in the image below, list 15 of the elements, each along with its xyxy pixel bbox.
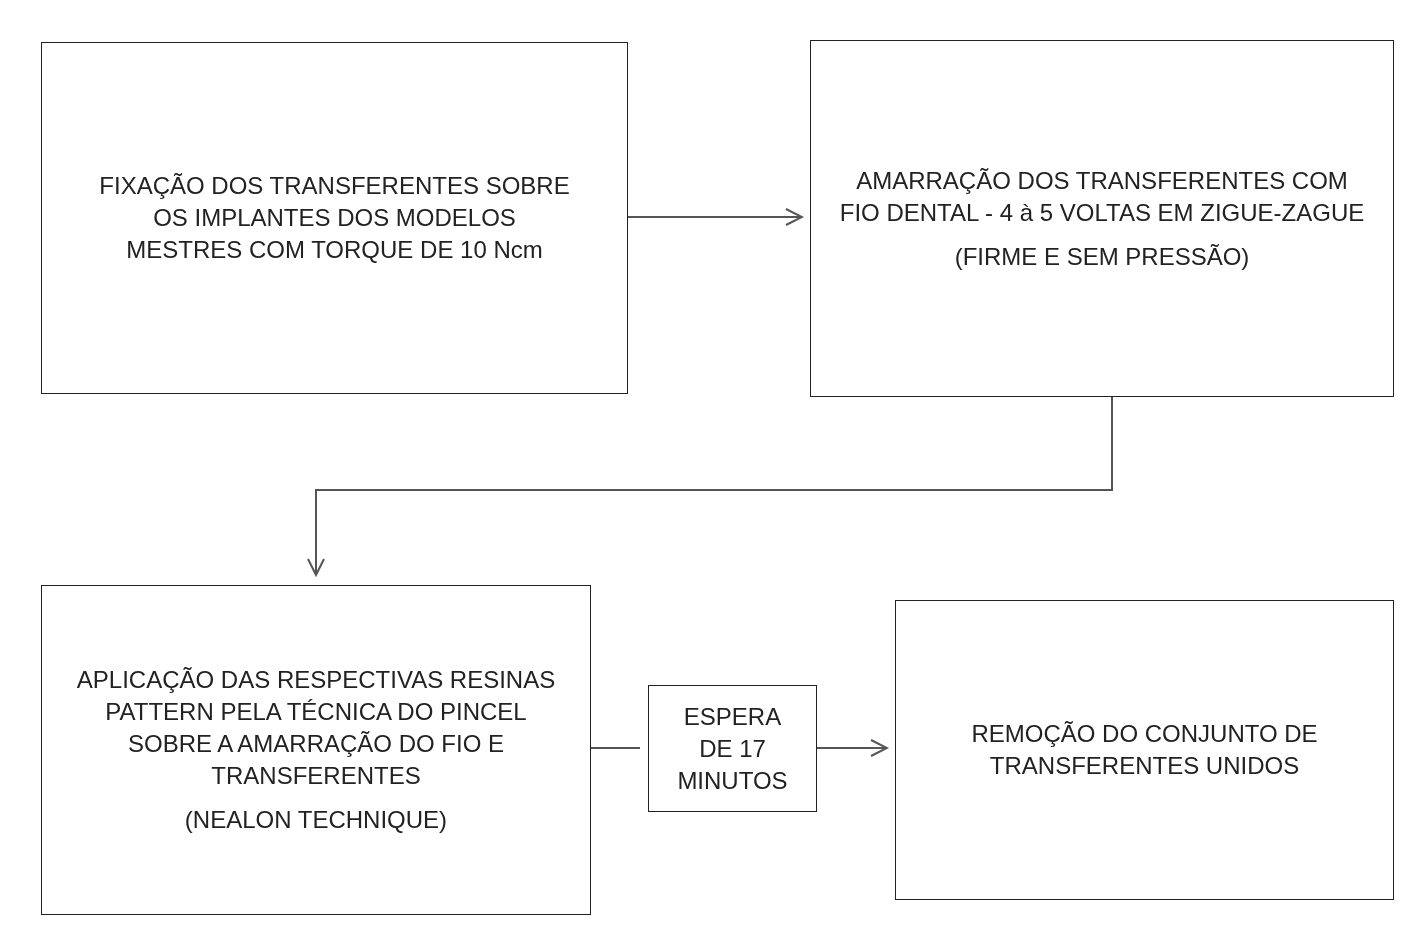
step-note: (FIRME E SEM PRESSÃO) [954, 241, 1250, 272]
step-text: REMOÇÃO DO CONJUNTO DE TRANSFERENTES UNIDOS [970, 719, 1319, 781]
process-box [41, 585, 591, 915]
process-box [895, 600, 1394, 900]
step-text: ESPERA DE 17 MINUTOS [676, 701, 789, 796]
process-box [41, 42, 628, 394]
arrow [627, 208, 803, 226]
step-note: (NEALON TECHNIQUE) [184, 805, 448, 835]
wait-box [648, 685, 817, 812]
step-text: APLICAÇÃO DAS RESPECTIVAS RESINAS PATTERN PELA TÉCNICA DO PINCEL SOBRE A AMARRAÇÃO DO FIO E TRANSFERENTES [75, 665, 557, 791]
step-text: FIXAÇÃO DOS TRANSFERENTES SOBRE OS IMPLANTES DOS MODELOS MESTRES COM TORQUE DE 10 Ncm [98, 171, 571, 265]
arrow [816, 739, 888, 757]
process-box [810, 40, 1394, 397]
arrow [307, 396, 1113, 576]
step-text: AMARRAÇÃO DOS TRANSFERENTES COM FIO DENTAL - 4 à 5 VOLTAS EM ZIGUE-ZAGUE [838, 165, 1366, 228]
